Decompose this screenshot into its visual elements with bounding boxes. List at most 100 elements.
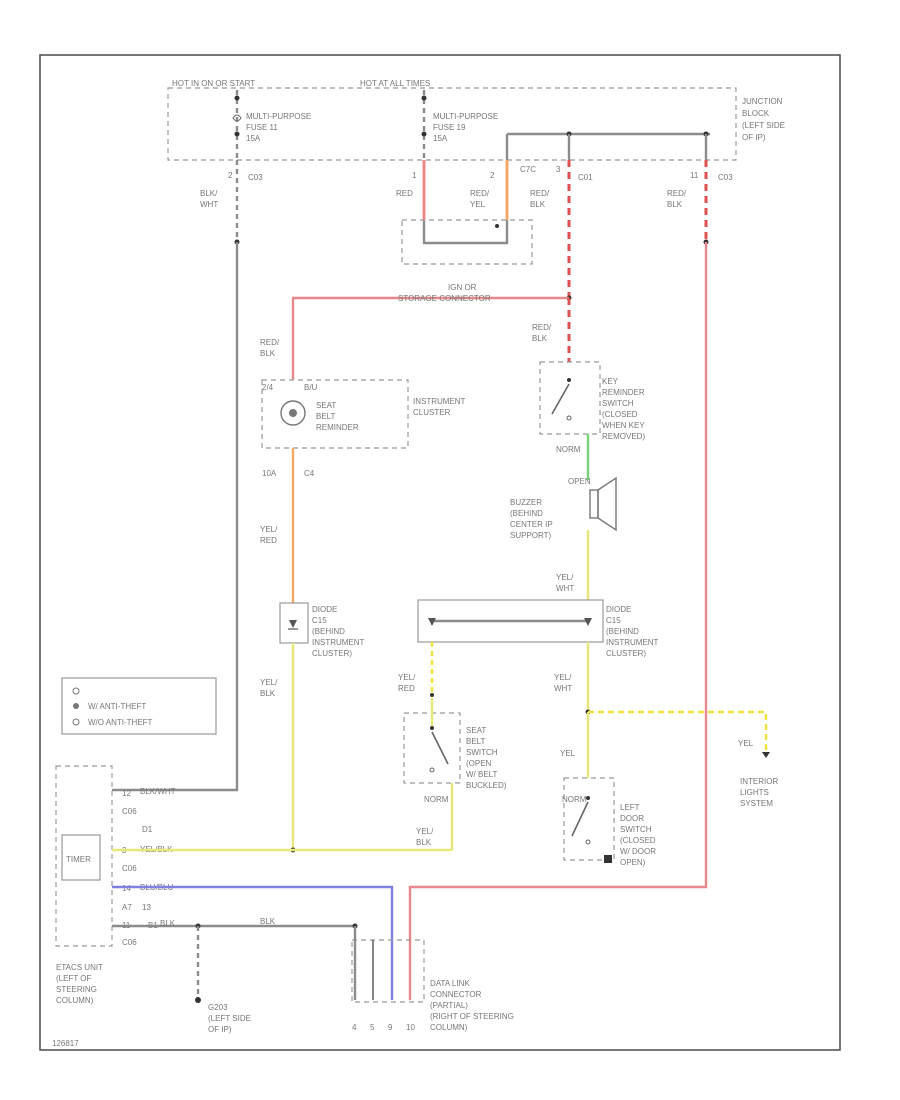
conn-c01: C01 [578, 173, 593, 182]
door-switch-6: OPEN) [620, 858, 646, 867]
wire-blk-wht-run [112, 242, 239, 792]
indicator-label-1: SEAT [316, 401, 336, 410]
label-yel-red-b-1: YEL/ [398, 673, 416, 682]
label-yel-blk-b-1: YEL/ [416, 827, 434, 836]
seat-switch-blade [431, 731, 449, 765]
door-switch-3: SWITCH [620, 825, 652, 834]
interior-2: LIGHTS [740, 788, 769, 797]
diode-right-1: DIODE [606, 605, 631, 614]
fuse19-label-3: 15A [433, 134, 448, 143]
cluster-label-2: CLUSTER [413, 408, 451, 417]
junction-block: HOT IN ON OR START HOT AT ALL TIMES JUNC… [167, 79, 785, 161]
label-yel-blk-b-2: BLK [416, 838, 432, 847]
datalink-1: DATA LINK [430, 979, 470, 988]
ground-1: G203 [208, 1003, 228, 1012]
diode-right-2: C15 [606, 616, 621, 625]
key-switch-6: REMOVED) [602, 432, 645, 441]
label-red-yel-2: YEL [470, 200, 486, 209]
seat-pin: NORM [424, 795, 449, 804]
label-red-blk-c-2: BLK [667, 200, 683, 209]
cluster-pin-2: B/U [304, 383, 318, 392]
key-switch-3: SWITCH [602, 399, 634, 408]
cluster-pin-4: C4 [304, 469, 315, 478]
pin-1: 1 [412, 171, 417, 180]
indicator-label-2: BELT [316, 412, 336, 421]
datalink-3: (PARTIAL) [430, 1001, 468, 1010]
pin-c7c: C7C [520, 165, 536, 174]
wire-blu [112, 885, 394, 1000]
diagram-frame [39, 54, 841, 1051]
door-pin: NORM [562, 795, 587, 804]
label-red-blk-b-2: BLK [260, 349, 276, 358]
timer-box [61, 834, 101, 881]
diode-left-4: INSTRUMENT [312, 638, 365, 647]
page-code: 126817 [52, 1039, 79, 1048]
buzzer-4: SUPPORT) [510, 531, 552, 540]
label-red-blk-1: RED/ [530, 189, 550, 198]
cluster-pin-3: 10A [262, 469, 277, 478]
label-red-blk-d-2: BLK [532, 334, 548, 343]
datalink-4: (RIGHT OF STEERING [430, 1012, 514, 1021]
ground-2: (LEFT SIDE [208, 1014, 251, 1023]
hot-all-label: HOT AT ALL TIMES [360, 79, 430, 88]
label-red-blk-b-1: RED/ [260, 338, 280, 347]
etacs-w1: BLK/WHT [140, 787, 176, 796]
etacs-n1: 12 [122, 789, 131, 798]
diode-right-4: INSTRUMENT [606, 638, 659, 647]
conn-c03b: C03 [718, 173, 733, 182]
hot-start-label: HOT IN ON OR START [172, 79, 255, 88]
key-switch-4: (CLOSED [602, 410, 638, 419]
etacs-c3: C06 [122, 938, 137, 947]
junction-label-2: BLOCK [742, 109, 770, 118]
label-red-blk-2: BLK [530, 200, 546, 209]
label-yel-b: YEL [738, 739, 754, 748]
key-switch-5: WHEN KEY [602, 421, 645, 430]
left-door-switch [563, 777, 615, 861]
fuse11-label-2: FUSE 11 [246, 123, 278, 132]
conn-c03: C03 [248, 173, 263, 182]
interior-1: INTERIOR [740, 777, 778, 786]
label-yel-blk-2: BLK [260, 689, 276, 698]
ign-label-1: IGN OR [448, 283, 477, 292]
etacs-unit [55, 765, 113, 947]
label-red: RED [396, 189, 413, 198]
key-switch-blade [551, 383, 570, 415]
label-yel-blk-1: YEL/ [260, 678, 278, 687]
etacs-c2: C06 [122, 864, 137, 873]
instrument-cluster [261, 379, 409, 449]
fuse11-label-1: MULTI-PURPOSE [246, 112, 311, 121]
wire-ign-connector [291, 296, 569, 380]
diode-left-5: CLUSTER) [312, 649, 352, 658]
key-switch-2: REMINDER [602, 388, 645, 397]
pin-2: 2 [490, 171, 495, 180]
label-blk-wht-2: WHT [200, 200, 218, 209]
label-blk-wht-1: BLK/ [200, 189, 218, 198]
pin-3: 3 [556, 165, 561, 174]
door-switch-4: (CLOSED [620, 836, 656, 845]
door-switch-5: W/ DOOR [620, 847, 656, 856]
door-switch-2: DOOR [620, 814, 644, 823]
seat-switch-1: SEAT [466, 726, 486, 735]
fuse19-label-2: FUSE 19 [433, 123, 466, 132]
buzzer-2: (BEHIND [510, 509, 543, 518]
seat-switch-5: W/ BELT [466, 770, 498, 779]
junction-label-3: (LEFT SIDE [742, 121, 785, 130]
label-yel-wht-2: WHT [556, 584, 574, 593]
etacs-n5: 13 [142, 903, 151, 912]
wire-yel-interior [588, 710, 768, 752]
data-link-connector [351, 939, 425, 1003]
interior-3: SYSTEM [740, 799, 773, 808]
label-yel: YEL [560, 749, 576, 758]
key-pin: NORM [556, 445, 581, 454]
pin-11: 11 [690, 171, 699, 180]
etacs-label-2: (LEFT OF [56, 974, 92, 983]
etacs-label-1: ETACS UNIT [56, 963, 103, 972]
seat-belt-indicator-icon [280, 400, 306, 426]
buzzer-icon [589, 476, 617, 532]
datalink-pin-5: 5 [370, 1023, 375, 1032]
label-red-blk-d-1: RED/ [532, 323, 552, 332]
diode-left-1: DIODE [312, 605, 337, 614]
fuse19-label-1: MULTI-PURPOSE [433, 112, 498, 121]
seat-switch-3: SWITCH [466, 748, 498, 757]
cluster-label-1: INSTRUMENT [413, 397, 466, 406]
